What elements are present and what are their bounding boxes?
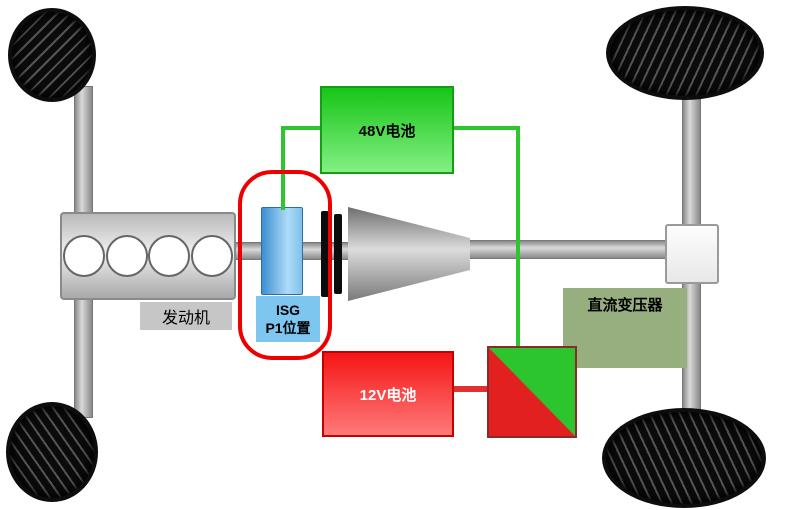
engine-label: 发动机 — [161, 310, 210, 327]
transmission-cone — [348, 207, 470, 301]
red-wire-12v-to-dcdc — [448, 386, 490, 392]
rear-differential — [665, 224, 719, 284]
engine-cylinder — [191, 235, 234, 277]
tire-rear-right — [602, 408, 766, 508]
p1-position-highlight-ring — [238, 170, 332, 360]
engine-label-box: 发动机 — [140, 302, 232, 330]
green-wire-top-right — [448, 126, 520, 130]
green-wire-down-to-dcdc — [516, 126, 520, 350]
dc-transformer-label: 直流变压器 — [587, 297, 663, 314]
tire-rear-left — [6, 402, 98, 502]
clutch-plate — [321, 211, 329, 297]
tire-front-right — [606, 6, 764, 100]
engine-cylinder — [148, 235, 191, 277]
isg-label-line1: ISG — [275, 301, 301, 318]
engine-cylinder — [105, 235, 148, 277]
battery-12v-label: 12V电池 — [359, 386, 417, 404]
clutch-plate — [334, 214, 342, 294]
battery-48v-label: 48V电池 — [358, 122, 416, 140]
driveshaft — [466, 240, 690, 259]
tire-front-left — [8, 8, 96, 102]
battery-48v: 48V电池 — [320, 86, 454, 174]
dcdc-converter — [487, 346, 577, 438]
green-wire-isg-vertical — [281, 126, 285, 210]
dc-transformer-box: 直流变压器 — [563, 288, 687, 368]
green-wire-top-left — [281, 126, 322, 130]
engine-cylinder — [62, 235, 105, 277]
battery-12v: 12V电池 — [322, 351, 454, 437]
engine-block — [60, 212, 236, 300]
